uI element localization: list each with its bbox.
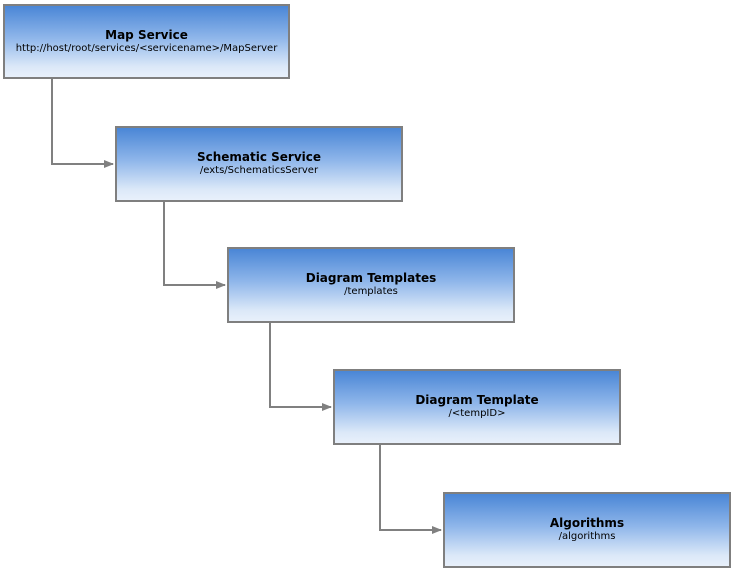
connector-templates-to-template — [269, 323, 332, 411]
node-path: /<tempID> — [448, 408, 506, 419]
schematic-service-box: Schematic Service /exts/SchematicsServer — [115, 126, 403, 202]
diagram-templates-box: Diagram Templates /templates — [227, 247, 515, 323]
node-path: /exts/SchematicsServer — [199, 165, 319, 176]
node-title: Schematic Service — [196, 150, 322, 164]
node-path: http://host/root/services/<servicename>/… — [15, 43, 278, 54]
connector-schematic-to-templates — [163, 202, 226, 289]
map-service-box: Map Service http://host/root/services/<s… — [3, 4, 290, 79]
node-path: /algorithms — [558, 531, 616, 542]
node-title: Map Service — [105, 28, 188, 42]
node-title: Algorithms — [549, 516, 625, 530]
algorithms-box: Algorithms /algorithms — [443, 492, 731, 568]
node-path: /templates — [344, 286, 398, 297]
node-title: Diagram Templates — [305, 271, 437, 285]
connector-map-to-schematic — [51, 79, 114, 168]
node-title: Diagram Template — [415, 393, 539, 407]
diagram-template-box: Diagram Template /<tempID> — [333, 369, 621, 445]
connector-template-to-algorithms — [379, 445, 442, 534]
